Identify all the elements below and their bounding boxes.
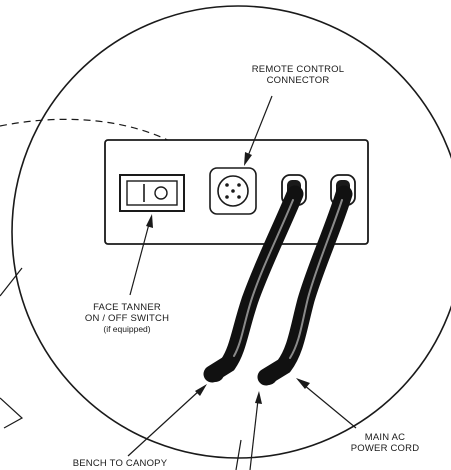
- callout-line: POWER CORD: [350, 443, 420, 454]
- callout-line: FACE TANNER: [93, 302, 161, 313]
- face-tanner-switch-label: FACE TANNER ON / OFF SWITCH (if equipped…: [62, 302, 192, 335]
- callout-line: (if equipped): [103, 324, 151, 334]
- leader-main-ac: [296, 378, 357, 429]
- bench-to-canopy-label: BENCH TO CANOPY: [40, 458, 200, 469]
- main-ac-power-cord-label: MAIN AC POWER CORD: [330, 432, 440, 454]
- leader-face-switch: [129, 214, 153, 296]
- callout-line: MAIN AC: [364, 432, 406, 443]
- callout-line: BENCH TO CANOPY: [72, 458, 168, 469]
- dashed-leader-line: [0, 118, 207, 165]
- remote-control-connector: [209, 167, 257, 215]
- face-tanner-switch: [119, 174, 185, 212]
- callout-line: ON / OFF SWITCH: [84, 313, 170, 324]
- base-edge-corner: [0, 397, 24, 429]
- callout-line: CONNECTOR: [266, 75, 330, 86]
- leader-bench-canopy: [127, 384, 207, 457]
- remote-control-connector-label: REMOTE CONTROL CONNECTOR: [218, 64, 378, 86]
- leader-between-cords: [249, 391, 262, 470]
- callout-line: REMOTE CONTROL: [251, 64, 345, 75]
- leader-remote-connector: [244, 95, 273, 166]
- leader-partial: [235, 439, 242, 470]
- base-edge-line: [0, 267, 23, 297]
- bench-to-canopy-cord: [203, 185, 304, 383]
- main-ac-power-cord: [257, 185, 353, 386]
